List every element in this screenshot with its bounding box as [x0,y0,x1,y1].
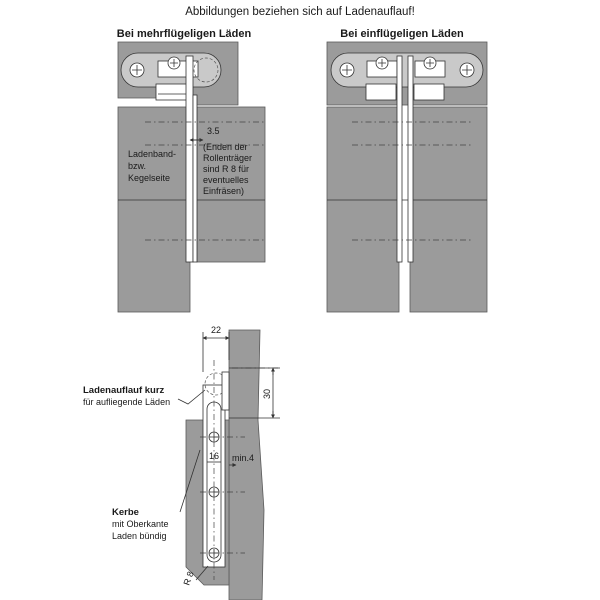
left-side-label-1: Ladenband- [128,149,176,159]
label-notch-sub-1: mit Oberkante [112,519,169,529]
detail-dim-16: 16 [209,451,219,461]
label-notch: Kerbe [112,507,139,518]
left-panel-left [117,106,191,313]
left-note-2: Rollenträger [203,153,252,163]
right-fitting-block-left [365,83,397,101]
left-side-label-3: Kegelseite [128,173,170,183]
right-runner-bar-left [396,55,403,263]
label-short-runner-sub: für aufliegende Läden [83,397,170,407]
left-panel-right [196,106,266,263]
detail-dim-30: 30 [262,389,272,399]
left-note-3: sind R 8 für [203,164,249,174]
label-notch-sub-2: Laden bündig [112,531,167,541]
left-view: Bei mehrflügeligen Läden 3.5 La [117,28,266,313]
detail-dim-22: 22 [211,325,221,335]
right-panel-left [326,106,400,313]
detail-dim-min4: min.4 [232,453,254,463]
leader-short-runner [177,389,206,405]
left-note-1: (Enden der [203,142,248,152]
leader-notch [179,449,201,513]
left-fitting-screw-icon-2 [167,56,181,70]
left-fitting-block [155,83,189,101]
page-caption: Abbildungen beziehen sich auf Ladenaufla… [185,6,415,18]
right-fitting-screw-icon-1 [339,62,355,78]
right-runner-bar-right [407,55,414,263]
left-dim-3-5: 3.5 [207,126,220,136]
left-fitting-dashed-roller [193,57,219,83]
right-fitting-screw-icon-3 [423,56,437,70]
left-fitting-screw-icon [129,62,145,78]
detail-frame-wall [228,329,265,600]
left-view-title: Bei mehrflügeligen Läden [117,28,252,40]
left-note-5: Einfräsen) [203,186,244,196]
right-view: Bei einflügeligen Läden [326,28,488,313]
left-side-label-2: bzw. [128,161,146,171]
right-fitting-block-right [413,83,445,101]
left-runner-bar [185,55,194,263]
right-fitting-screw-icon-4 [459,62,475,78]
detail-dim-r8: R 8 [181,570,195,587]
left-note-4: eventuelles [203,175,249,185]
label-short-runner: Ladenauflauf kurz [83,385,165,396]
detail-view: 22 30 16 min.4 R 8 Ladenauflauf kurz für… [83,325,280,600]
right-panel-right [409,106,488,313]
right-view-title: Bei einflügeligen Läden [340,28,464,40]
right-fitting-screw-icon-2 [375,56,389,70]
